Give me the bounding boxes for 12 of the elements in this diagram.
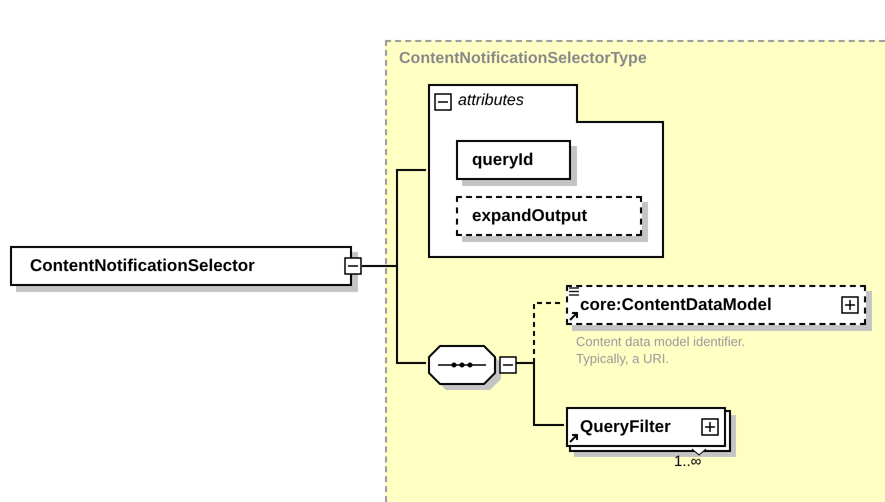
occurrence-label: 1..∞	[674, 453, 702, 470]
connector-line	[516, 362, 564, 426]
element-name: QueryFilter	[580, 417, 671, 437]
type-container	[385, 40, 885, 502]
element-name: core:ContentDataModel	[580, 295, 772, 315]
group-heading: attributes	[458, 92, 524, 110]
attributes-group	[428, 84, 664, 258]
element-name: queryId	[472, 150, 534, 170]
type-name: ContentNotificationSelectorType	[399, 50, 647, 68]
element-name: expandOutput	[472, 206, 588, 226]
documentation-text: Content data model identifier. Typically, a URI.	[576, 333, 746, 367]
element-name: ContentNotificationSelector	[30, 256, 255, 276]
